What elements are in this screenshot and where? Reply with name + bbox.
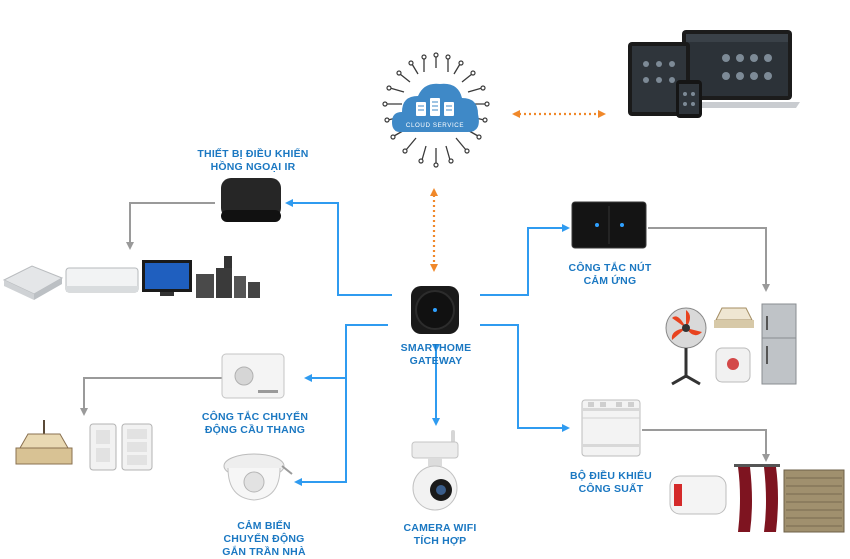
gateway-icon [411,286,459,334]
link-gateway-power [480,324,570,432]
ceiling-sensor-icon [223,453,293,501]
touch-switch [570,200,648,252]
cloud-circuit-icon: CLOUD SERVICE [382,52,490,168]
ceiling-motion-sensor [218,448,294,508]
wifi-camera [404,428,466,514]
power-controller-icon [581,399,641,457]
stair-switch-label: CÔNG TẮC CHUYỂN ĐỘNG CẦU THANG [201,411,309,436]
link-gateway-ir [285,199,392,296]
fan-lamp-fridge-icon [665,303,797,386]
ir-controller-label: THIẾT BỊ ĐIỀU KHIỂN HỒNG NGOẠI IR [197,148,309,173]
power-controller-label: BỘ ĐIỀU KHIỂU CÔNG SUẤT [570,470,652,495]
touch-switch-icon [571,201,647,249]
motion-switch-icon [221,353,285,399]
gateway-label: SMARTHOME GATEWAY [400,342,472,367]
ir-appliances [2,254,262,302]
link-gateway-touch [480,224,570,296]
heater-curtain-shutter-icon [669,464,845,533]
feed-power-appliances [642,429,770,462]
ir-controller [213,176,289,226]
devices-icon [628,30,800,118]
touch-appliances [664,302,800,388]
control-devices [626,28,802,122]
touch-switch-label: CÔNG TẮC NÚT CẢM ỨNG [568,262,652,287]
lights-and-sockets [14,418,162,476]
ir-appliances-icon [2,256,260,300]
feed-ir-appliances [126,202,215,250]
link-gateway-stair [304,324,388,382]
power-appliances [668,462,846,534]
cloud-service: CLOUD SERVICE [378,52,494,170]
ir-blaster-icon [221,178,281,222]
feed-stair-lights [80,377,222,416]
smarthome-gateway [405,282,465,338]
cloud-label: CLOUD SERVICE [406,122,464,129]
motion-sensor-label: CẢM BIẾN CHUYỂN ĐỘNG GẮN TRẦN NHÀ [222,520,306,558]
feed-touch-appliances [648,227,770,292]
power-controller [578,398,644,458]
camera-icon [411,430,459,511]
lamp-socket-icon [15,420,153,471]
camera-label: CAMERA WIFI TÍCH HỢP [403,522,477,547]
link-gateway-sensor [294,378,347,486]
stair-motion-switch [220,352,286,402]
